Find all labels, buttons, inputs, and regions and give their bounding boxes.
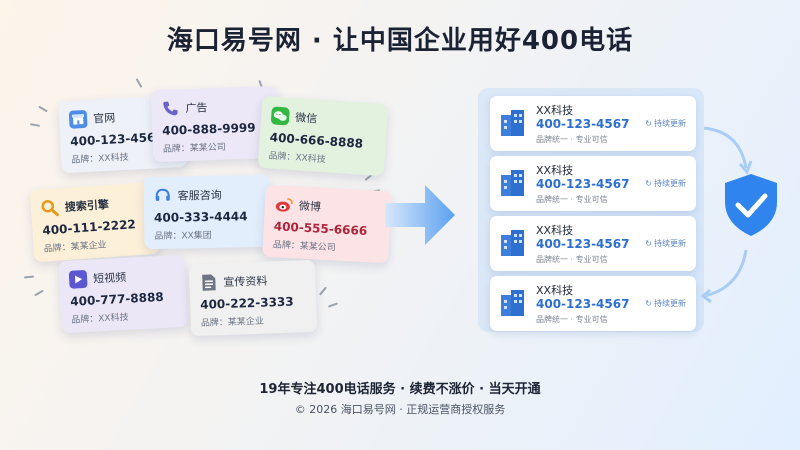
unified-number-card: XX科技 400-123-4567 品牌统一 · 专业可信 ↻持续更新 bbox=[490, 156, 696, 211]
card-channel-name: 短视频 bbox=[92, 270, 127, 286]
channel-card-weibo: 微博 400-555-6666 品牌：某某公司 bbox=[262, 184, 392, 264]
video-icon bbox=[68, 269, 88, 289]
card-channel-name: 搜索引擎 bbox=[64, 198, 110, 215]
card-channel-name: 宣传资料 bbox=[223, 274, 268, 290]
channel-card-wechat: 微信 400-666-8888 品牌：XX科技 bbox=[257, 95, 389, 177]
decorative-spark bbox=[23, 275, 35, 279]
card-phone: 400-222-3333 bbox=[199, 294, 294, 312]
footer-copyright: © 2026 海口易号网 · 正规运营商授权服务 bbox=[294, 403, 506, 416]
unified-subtitle: 品牌统一 · 专业可信 bbox=[536, 255, 608, 264]
card-channel-name: 微信 bbox=[294, 111, 318, 126]
decorative-spark bbox=[319, 286, 327, 296]
unified-subtitle: 品牌统一 · 专业可信 bbox=[536, 195, 608, 204]
card-brand: 品牌：某某公司 bbox=[272, 240, 337, 254]
footer-slogan: 19年专注400电话服务 · 续费不涨价 · 当天开通 bbox=[259, 382, 541, 397]
update-status: ↻持续更新 bbox=[645, 298, 686, 309]
building-icon bbox=[501, 170, 524, 196]
company-name: XX科技 bbox=[536, 164, 574, 177]
headset-icon bbox=[154, 187, 172, 205]
unified-phone: 400-123-4567 bbox=[536, 117, 630, 131]
decorative-spark bbox=[38, 105, 48, 113]
card-phone: 400-555-6666 bbox=[273, 219, 368, 239]
decorative-spark bbox=[34, 289, 44, 297]
unified-subtitle: 品牌统一 · 专业可信 bbox=[536, 135, 608, 144]
unified-number-card: XX科技 400-123-4567 品牌统一 · 专业可信 ↻持续更新 bbox=[490, 96, 696, 151]
channel-card-ads: 广告 400-888-9999 品牌：某某公司 bbox=[150, 85, 280, 163]
card-phone: 400-333-4444 bbox=[153, 209, 248, 225]
update-label: 持续更新 bbox=[654, 179, 686, 188]
decorative-spark bbox=[29, 123, 41, 127]
card-phone: 400-777-8888 bbox=[69, 289, 165, 309]
update-label: 持续更新 bbox=[654, 239, 686, 248]
card-brand: 品牌：某某公司 bbox=[162, 142, 227, 155]
search-icon bbox=[40, 199, 59, 218]
update-label: 持续更新 bbox=[654, 299, 686, 308]
card-channel-name: 官网 bbox=[92, 111, 116, 126]
wechat-icon bbox=[270, 106, 290, 126]
company-name: XX科技 bbox=[536, 224, 574, 237]
phone-icon bbox=[161, 99, 180, 118]
refresh-icon: ↻ bbox=[645, 179, 652, 188]
update-status: ↻持续更新 bbox=[645, 118, 686, 129]
unified-phone: 400-123-4567 bbox=[536, 297, 630, 311]
unified-subtitle: 品牌统一 · 专业可信 bbox=[536, 315, 608, 324]
refresh-icon: ↻ bbox=[645, 239, 652, 248]
card-channel-name: 微博 bbox=[298, 199, 322, 214]
channel-card-service: 客服咨询 400-333-4444 品牌：XX集团 bbox=[143, 174, 271, 250]
unified-phone: 400-123-4567 bbox=[536, 237, 630, 251]
card-brand: 品牌：某某企业 bbox=[43, 240, 108, 255]
update-status: ↻持续更新 bbox=[645, 178, 686, 189]
card-channel-name: 客服咨询 bbox=[177, 188, 222, 203]
card-brand: 品牌：XX集团 bbox=[154, 230, 212, 242]
weibo-icon bbox=[274, 195, 293, 214]
decorative-spark bbox=[135, 78, 143, 88]
update-label: 持续更新 bbox=[654, 119, 686, 128]
shield-check-icon bbox=[725, 174, 777, 236]
building-icon bbox=[501, 110, 524, 136]
document-icon bbox=[199, 273, 218, 292]
unified-phone: 400-123-4567 bbox=[536, 177, 630, 191]
card-channel-name: 广告 bbox=[185, 101, 208, 116]
update-status: ↻持续更新 bbox=[645, 238, 686, 249]
refresh-icon: ↻ bbox=[645, 299, 652, 308]
page-title: 海口易号网 · 让中国企业用好400电话 bbox=[166, 26, 634, 56]
refresh-icon: ↻ bbox=[645, 119, 652, 128]
card-brand: 品牌：XX科技 bbox=[268, 151, 327, 166]
decorative-spark bbox=[327, 302, 339, 308]
card-brand: 品牌：XX科技 bbox=[71, 312, 129, 326]
channel-card-brochure: 宣传资料 400-222-3333 品牌：某某企业 bbox=[188, 259, 318, 337]
channel-card-video: 短视频 400-777-8888 品牌：XX科技 bbox=[58, 254, 188, 334]
building-icon bbox=[501, 230, 524, 256]
arrow-right-icon bbox=[385, 185, 455, 245]
unified-number-card: XX科技 400-123-4567 品牌统一 · 专业可信 ↻持续更新 bbox=[490, 276, 696, 331]
company-name: XX科技 bbox=[536, 284, 574, 297]
store-icon bbox=[68, 109, 88, 129]
card-phone: 400-888-9999 bbox=[161, 120, 256, 138]
channel-card-website: 官网 400-123-4567 品牌：XX科技 bbox=[58, 94, 188, 174]
building-icon bbox=[501, 290, 524, 316]
card-brand: 品牌：某某企业 bbox=[200, 316, 265, 329]
unified-number-card: XX科技 400-123-4567 品牌统一 · 专业可信 ↻持续更新 bbox=[490, 216, 696, 271]
cycle-arrows-icon bbox=[700, 126, 753, 304]
company-name: XX科技 bbox=[536, 104, 574, 117]
channel-card-search: 搜索引擎 400-111-2222 品牌：某某企业 bbox=[29, 181, 161, 263]
